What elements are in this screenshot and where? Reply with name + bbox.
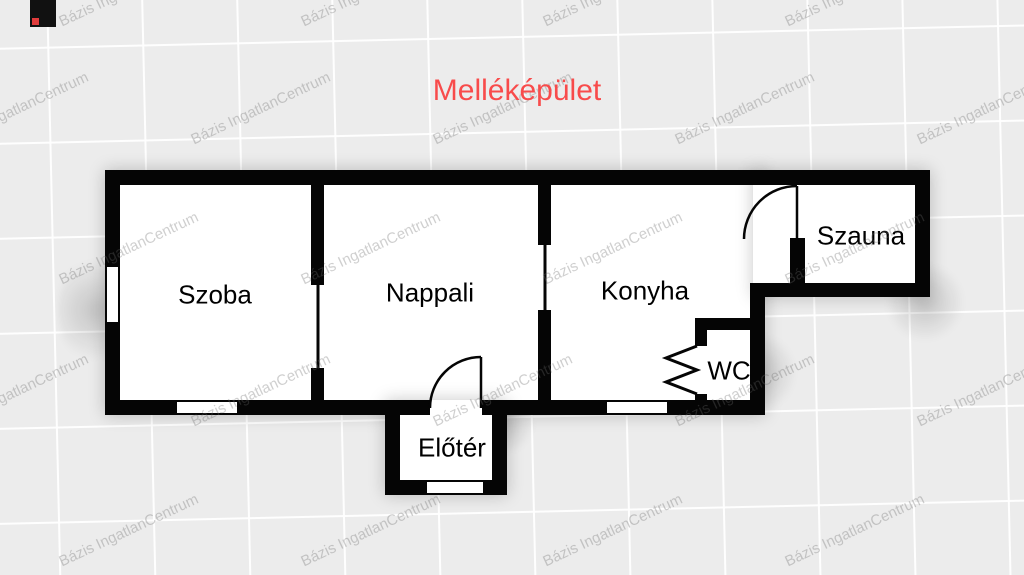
room-label-szoba: Szoba xyxy=(178,279,252,310)
window-szoba-bottom xyxy=(177,400,237,415)
room-label-konyha: Konyha xyxy=(600,275,690,306)
room-label-wc: WC xyxy=(707,355,751,386)
window-konyha-bottom xyxy=(607,400,667,415)
opening-szoba-nappali xyxy=(311,285,324,368)
plan-title: Melléképület xyxy=(432,74,602,107)
logo-red-mark xyxy=(32,18,39,25)
wall-nappali-konyha-lower xyxy=(538,310,551,415)
wall-szauna-bottom xyxy=(753,283,930,297)
wall-szoba-nappali-upper xyxy=(311,170,324,285)
wall-wc-left-lower xyxy=(695,394,707,415)
wall-top xyxy=(105,170,930,185)
wall-left-upper xyxy=(105,170,120,267)
wall-eloter-bottom-b xyxy=(483,480,507,495)
wall-szauna-left xyxy=(790,238,805,297)
wall-bottom-a xyxy=(105,400,177,415)
room-label-nappali: Nappali xyxy=(385,277,475,308)
wall-wc-top xyxy=(695,318,765,330)
room-label-szauna: Szauna xyxy=(816,220,906,251)
window-left-wall xyxy=(105,267,120,322)
wall-bottom-b xyxy=(237,400,430,415)
wall-wc-left-upper xyxy=(695,330,707,346)
wall-konyha-right xyxy=(750,283,765,415)
wall-eloter-left xyxy=(385,415,400,495)
door-leaf-line xyxy=(543,245,546,310)
wall-eloter-bottom-a xyxy=(385,480,427,495)
room-label-eloter: Előtér xyxy=(418,432,486,463)
door-leaf-line xyxy=(316,285,319,368)
wall-eloter-right xyxy=(492,415,507,495)
watermark-logo xyxy=(30,0,56,27)
wall-bottom-d xyxy=(667,400,765,415)
window-eloter-bottom xyxy=(427,480,483,495)
wall-nappali-konyha-upper xyxy=(538,170,551,245)
opening-nappali-konyha xyxy=(538,245,551,310)
wall-left-lower xyxy=(105,322,120,415)
room-fill-eloter xyxy=(385,400,507,495)
wall-szauna-right xyxy=(915,170,930,297)
wall-szoba-nappali-lower xyxy=(311,368,324,415)
